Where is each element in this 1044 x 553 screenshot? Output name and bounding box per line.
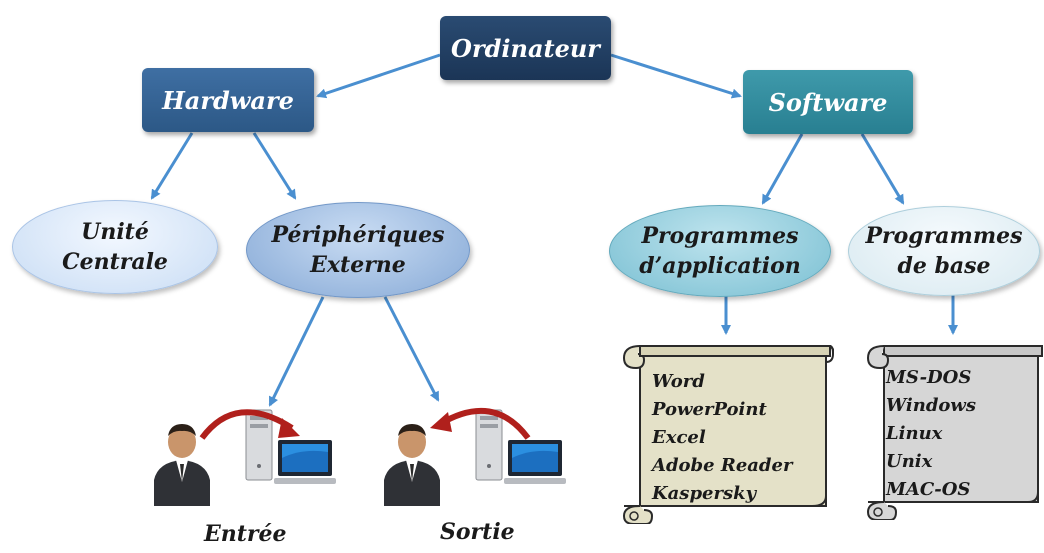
list-item: PowerPoint	[652, 399, 767, 420]
computer-icon	[475, 409, 566, 484]
programmes-application-line-1: Programmes	[641, 223, 799, 249]
scroll-icon	[622, 345, 834, 524]
output-arrow-icon	[430, 408, 531, 440]
input-arrow-icon	[199, 409, 300, 440]
unite-centrale-line-2: Centrale	[62, 249, 168, 275]
peripheriques-line-2: Externe	[310, 252, 406, 278]
programmes-base-node: Programmes de base	[848, 206, 1040, 296]
base-scroll: MS-DOS Windows Linux Unix MAC-OS	[858, 334, 1044, 520]
arrow-hardware-to-unite-centrale	[150, 132, 194, 200]
peripheriques-line-1: Périphériques	[271, 222, 445, 248]
arrow-software-to-programmes-application	[761, 133, 804, 205]
list-item: Excel	[652, 427, 706, 448]
list-item: Adobe Reader	[652, 455, 793, 476]
user-icon	[384, 424, 440, 506]
hardware-box: Hardware	[142, 68, 314, 132]
programmes-application-node: Programmes d’application	[609, 205, 831, 297]
user-icon	[154, 424, 210, 506]
ordinateur-label: Ordinateur	[451, 33, 600, 63]
unite-centrale-line-1: Unité	[81, 219, 149, 245]
arrow-ordinateur-to-hardware	[316, 53, 441, 99]
arrow-peripheriques-to-entree	[268, 296, 325, 407]
software-label: Software	[768, 87, 888, 117]
application-list: Word PowerPoint Excel Adobe Reader Kaspe…	[652, 368, 792, 508]
scroll-icon	[866, 345, 1043, 520]
software-box: Software	[743, 70, 913, 134]
programmes-base-line-2: de base	[897, 253, 991, 279]
sortie-caption: Sortie	[440, 519, 515, 545]
list-item: MS-DOS	[886, 367, 972, 388]
list-item: Kaspersky	[652, 483, 757, 504]
arrow-peripheriques-to-sortie	[383, 296, 440, 402]
arrow-hardware-to-peripheriques	[252, 132, 297, 200]
list-item: Linux	[886, 423, 943, 444]
arrow-software-to-programmes-base	[860, 133, 905, 205]
programmes-application-line-2: d’application	[639, 253, 801, 279]
peripheriques-node: Périphériques Externe	[246, 202, 470, 298]
list-item: MAC-OS	[886, 479, 971, 500]
application-scroll: Word PowerPoint Excel Adobe Reader Kaspe…	[612, 334, 834, 524]
list-item: Unix	[886, 451, 933, 472]
arrow-ordinateur-to-software	[610, 53, 742, 99]
entree-caption: Entrée	[204, 521, 287, 547]
ordinateur-box: Ordinateur	[440, 16, 611, 80]
base-list: MS-DOS Windows Linux Unix MAC-OS	[886, 364, 976, 504]
hardware-label: Hardware	[162, 85, 294, 115]
list-item: Windows	[886, 395, 977, 416]
computer-icon	[245, 409, 336, 484]
unite-centrale-node: Unité Centrale	[12, 200, 218, 294]
programmes-base-line-1: Programmes	[865, 223, 1023, 249]
list-item: Word	[652, 371, 705, 392]
